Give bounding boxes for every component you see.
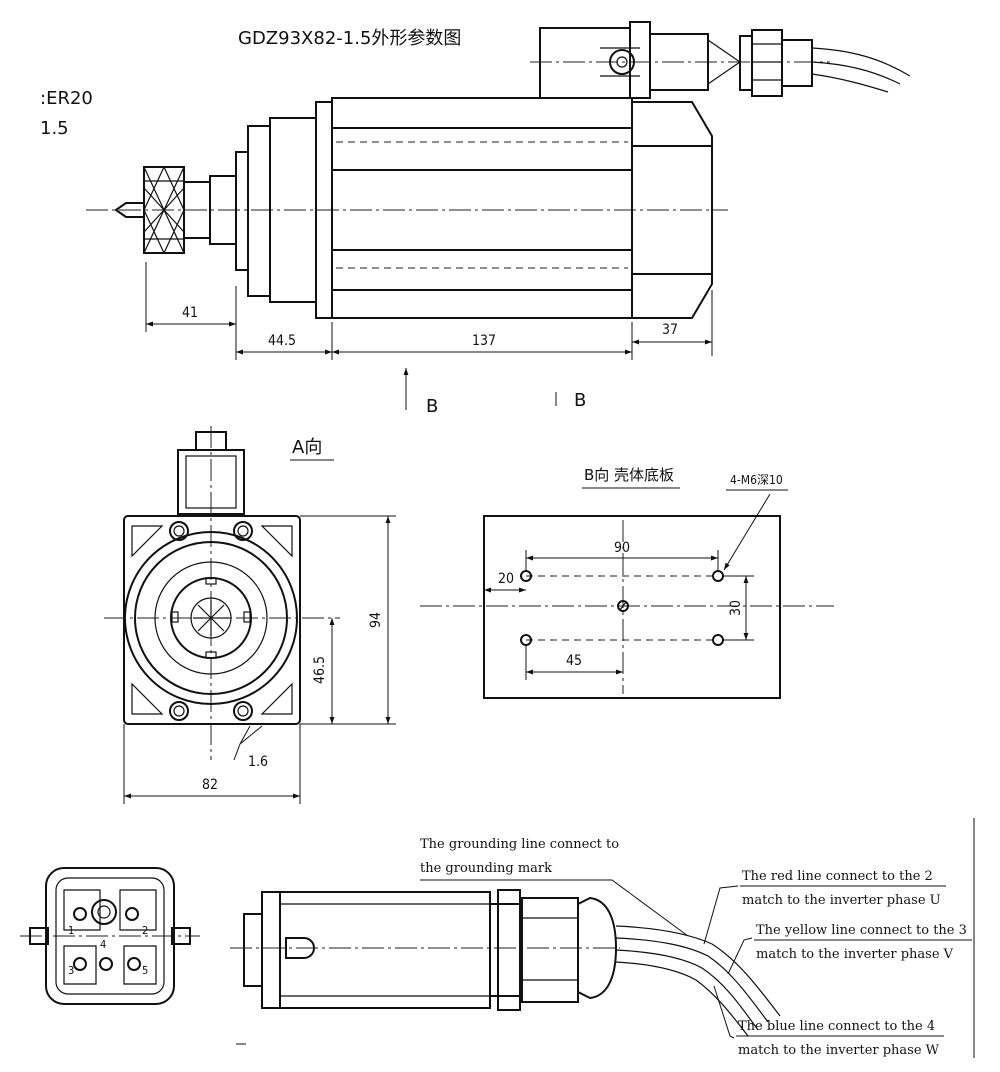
front-view-a: A向 94 46.5 82 xyxy=(104,426,396,804)
connector-face-view: 1 2 3 4 5 xyxy=(20,867,200,1005)
dim-46-5: 46.5 xyxy=(312,656,328,684)
dim-30: 30 xyxy=(728,600,744,616)
pin-2-label: 2 xyxy=(142,924,148,937)
view-a-label: A向 xyxy=(292,437,322,458)
dim-82: 82 xyxy=(202,777,218,793)
collet-note: :ER20 xyxy=(40,88,93,109)
drawing-title: GDZ93X82-1.5外形参数图 xyxy=(238,28,461,49)
power-note: 1.5 xyxy=(40,118,69,139)
note-ground-line-1: The grounding line connect to xyxy=(420,837,619,852)
dim-44-5: 44.5 xyxy=(268,333,296,349)
pin-4-label: 4 xyxy=(100,938,106,951)
dim-90: 90 xyxy=(614,540,630,556)
cable-connector-side-view: The grounding line connect to the ground… xyxy=(230,818,975,1058)
base-plate-view-b: B向 壳体底板 4-M6深10 90 20 30 45 xyxy=(420,466,834,699)
note-yellow-line-1: The yellow line connect to the 3 xyxy=(756,923,967,938)
dim-20: 20 xyxy=(498,571,514,587)
dim-45: 45 xyxy=(566,653,582,669)
spindle-side-view: 41 44.5 137 37 B B xyxy=(86,21,911,417)
pin-1-label: 1 xyxy=(68,924,74,937)
hole-spec-label: 4-M6深10 xyxy=(730,473,783,487)
view-b-label: B向 壳体底板 xyxy=(584,466,674,484)
note-ground-line-2: the grounding mark xyxy=(420,861,552,876)
note-blue-line-1: The blue line connect to the 4 xyxy=(738,1019,935,1034)
view-arrow-b-left: B xyxy=(426,396,438,417)
dim-137: 137 xyxy=(472,333,496,349)
dim-37: 37 xyxy=(662,322,678,338)
note-blue-line-2: match to the inverter phase W xyxy=(738,1043,940,1058)
pin-5-label: 5 xyxy=(142,964,148,977)
dim-41: 41 xyxy=(182,305,198,321)
dim-94: 94 xyxy=(368,612,384,628)
note-red-line-1: The red line connect to the 2 xyxy=(742,869,933,884)
view-arrow-b-right: B xyxy=(574,390,586,411)
dim-1-6: 1.6 xyxy=(248,754,268,770)
note-yellow-line-2: match to the inverter phase V xyxy=(756,947,954,962)
note-red-line-2: match to the inverter phase U xyxy=(742,893,941,908)
pin-3-label: 3 xyxy=(68,964,74,977)
